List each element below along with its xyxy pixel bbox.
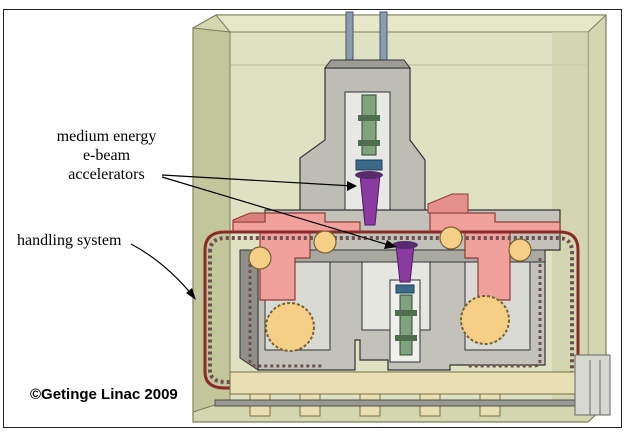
accelerator-upper bbox=[355, 94, 383, 226]
accelerators-label-line2: e-beam bbox=[82, 147, 131, 164]
accelerators-label: medium energy e-beam accelerators bbox=[34, 127, 179, 184]
handling-turret bbox=[232, 193, 561, 301]
handling-system-label: handling system bbox=[17, 232, 122, 249]
copyright-notice: ©Getinge Linac 2009 bbox=[30, 386, 178, 403]
chain-sprockets bbox=[248, 226, 532, 352]
accelerators-label-line1: medium energy bbox=[56, 128, 157, 145]
accelerators-label-line3: accelerators bbox=[68, 166, 145, 183]
base-structure bbox=[214, 354, 611, 417]
accelerator-lower bbox=[392, 241, 418, 356]
callout-arrows bbox=[130, 174, 397, 300]
